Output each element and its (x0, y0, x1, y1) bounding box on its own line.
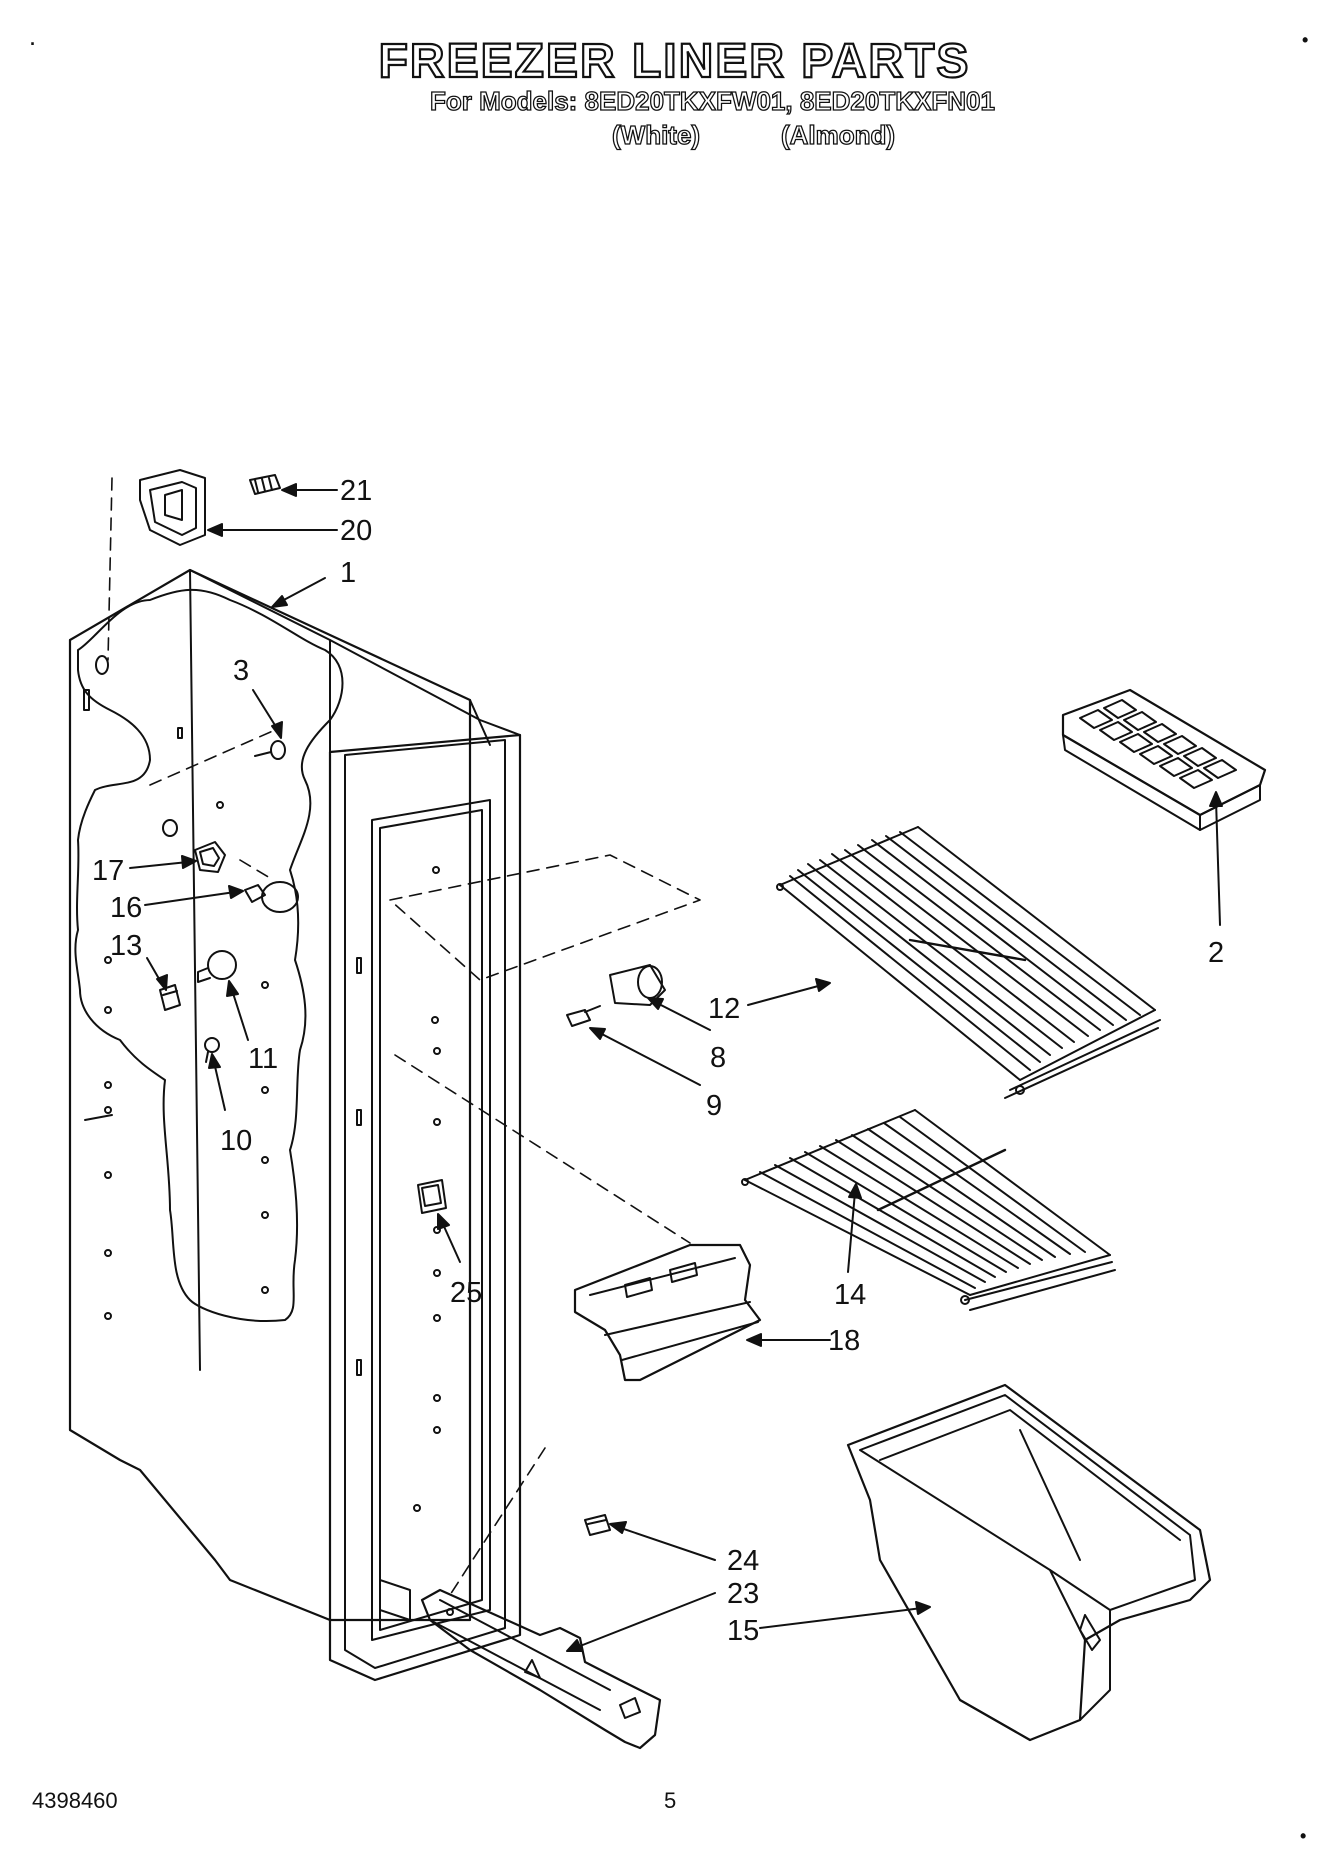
callout-17: 17 (92, 855, 124, 887)
variant-white-label: (White) (611, 119, 701, 150)
callout-12: 12 (708, 993, 740, 1025)
callout-2: 2 (1208, 937, 1224, 969)
screw-24 (584, 1514, 611, 1536)
door-switch (417, 1179, 447, 1214)
callout-3: 3 (233, 655, 249, 687)
callout-23: 23 (727, 1578, 759, 1610)
header: FREEZER LINER PARTS (0, 34, 1339, 90)
screw-9 (566, 1005, 601, 1027)
ice-tray (1061, 688, 1267, 831)
callout-13: 13 (110, 930, 142, 962)
callout-15: 15 (727, 1615, 759, 1647)
control-knob (197, 950, 237, 983)
housing-screw (249, 474, 281, 495)
wire-shelf-lower (741, 1109, 1116, 1311)
screw-3 (254, 740, 286, 760)
light-bulb (244, 881, 299, 913)
callout-18: 18 (828, 1325, 860, 1357)
corner-mark-top-right: • (1302, 30, 1309, 50)
callout-11: 11 (248, 1043, 278, 1075)
screw-13 (159, 984, 181, 1011)
base-bracket (420, 1588, 662, 1750)
leader-lines (129, 483, 1223, 1652)
callout-14: 14 (834, 1279, 866, 1311)
callout-24: 24 (727, 1545, 759, 1577)
callout-21: 21 (340, 475, 372, 507)
models-line: For Models: 8ED20TKXFW01, 8ED20TKXFN01 (429, 85, 995, 116)
callout-1: 1 (340, 557, 356, 589)
lamp-socket (194, 841, 226, 873)
callout-16: 16 (110, 892, 142, 924)
light-housing (139, 469, 206, 546)
freezer-liner (68, 568, 522, 1682)
document-number: 4398460 (32, 1788, 118, 1813)
corner-mark-bottom-right: • (1300, 1826, 1307, 1846)
callout-numbers: 21 20 1 3 17 16 13 11 10 25 2 12 8 9 14 … (92, 475, 1224, 1647)
callout-8: 8 (710, 1042, 726, 1074)
page-number: 5 (664, 1788, 677, 1813)
pin-10 (204, 1037, 220, 1063)
assembly-guide-lines (107, 477, 701, 1596)
wire-shelf-upper (776, 826, 1161, 1099)
shelf-bracket (573, 1243, 762, 1382)
corner-mark-top-left: · (30, 34, 36, 54)
callout-9: 9 (706, 1090, 722, 1122)
callout-20: 20 (340, 515, 372, 547)
callout-10: 10 (220, 1125, 252, 1157)
freezer-bin (846, 1383, 1212, 1742)
page-title: FREEZER LINER PARTS (377, 34, 971, 89)
callout-25: 25 (450, 1277, 482, 1309)
variant-almond-label: (Almond) (780, 119, 896, 150)
